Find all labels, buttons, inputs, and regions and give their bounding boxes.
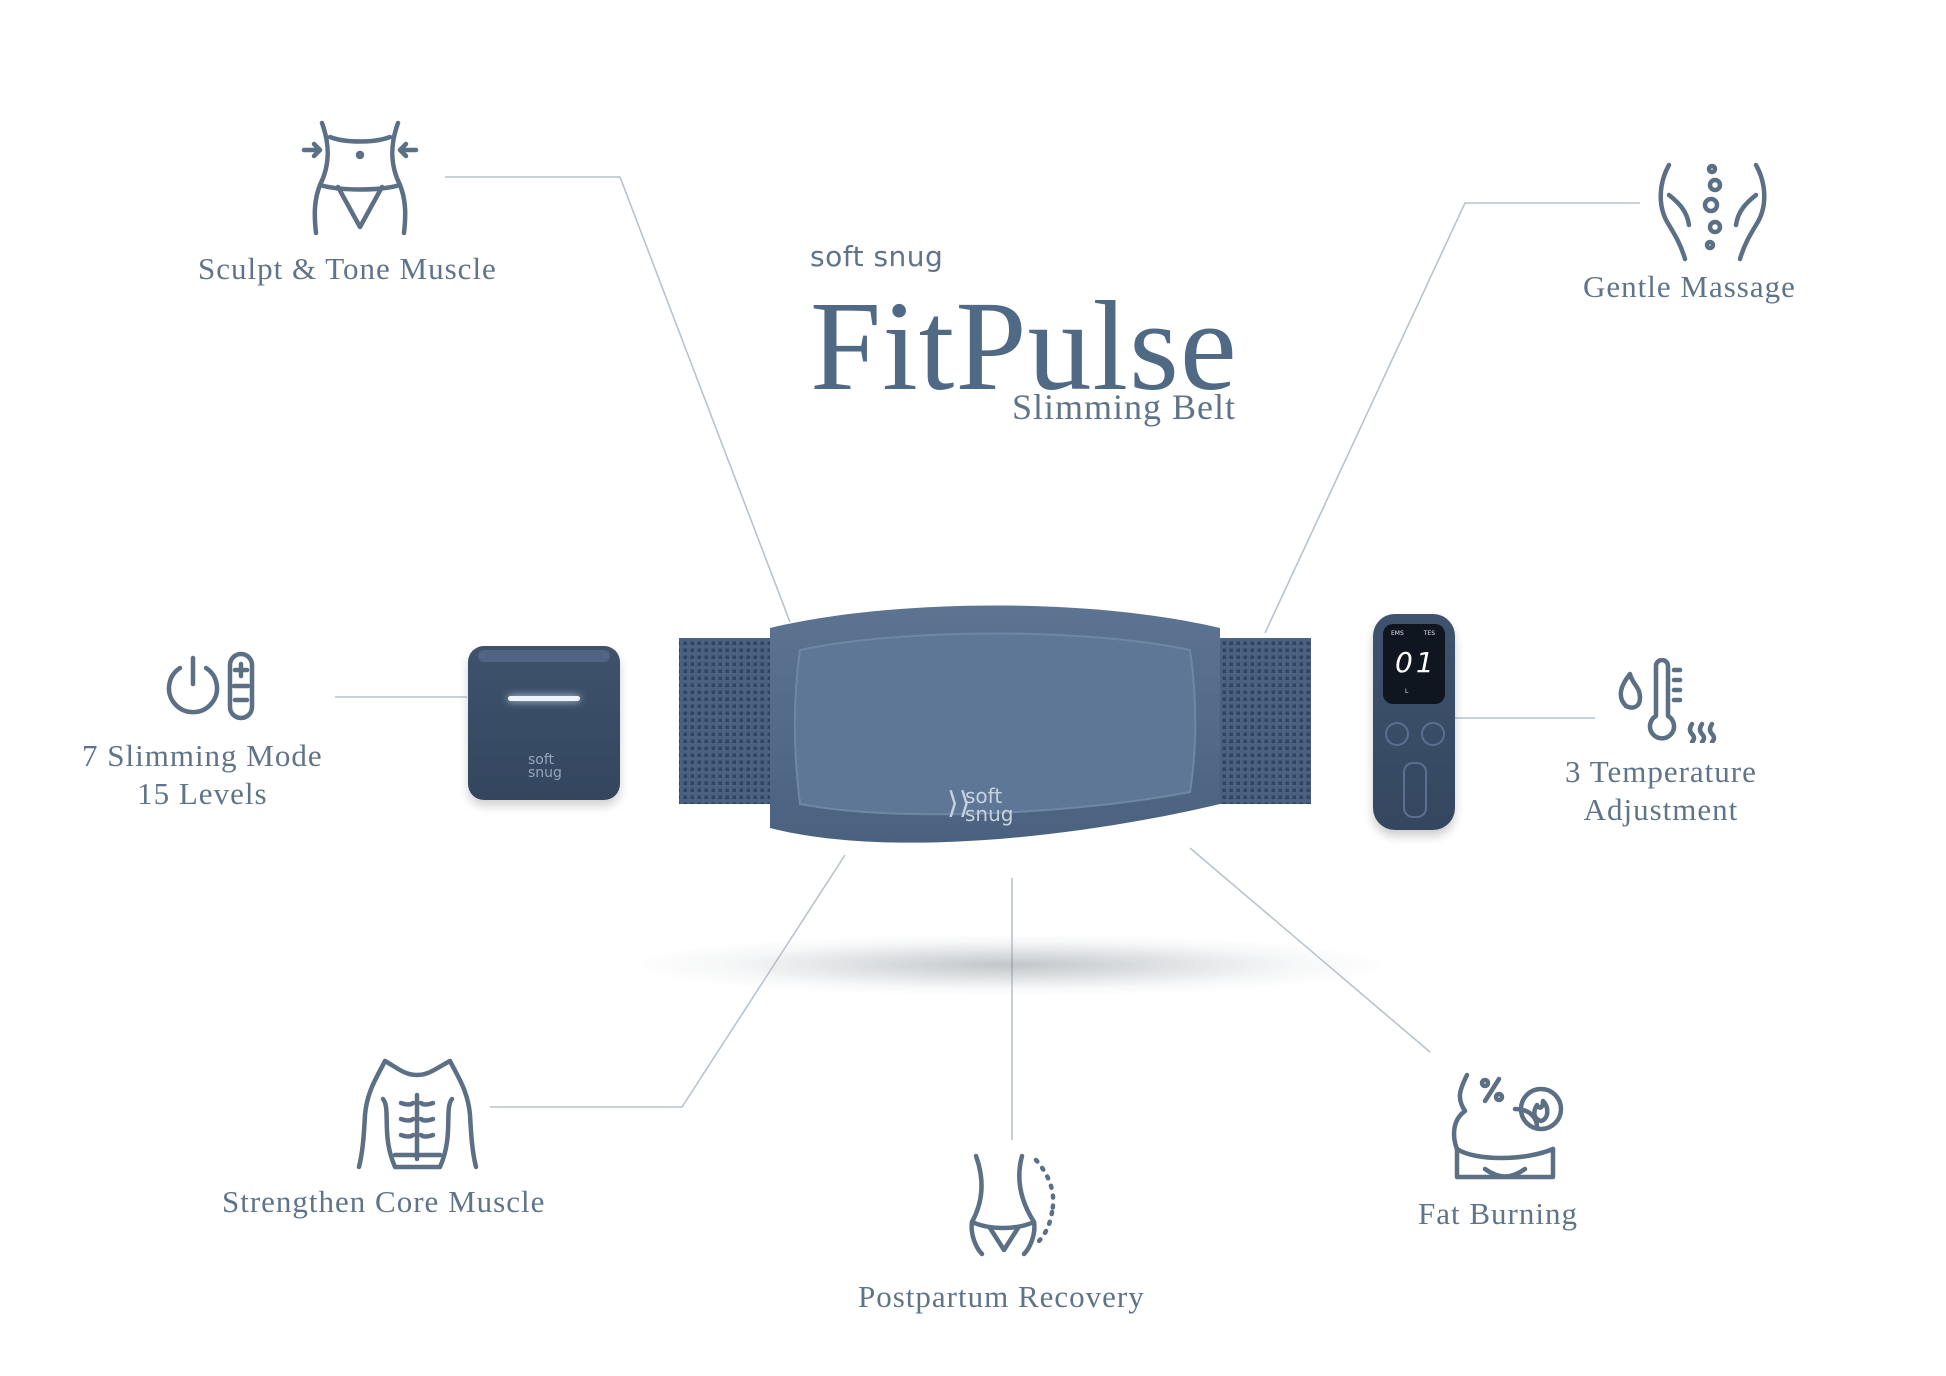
remote-mode-left: EMS (1391, 630, 1404, 637)
remote-screen: EMS TES 01 L (1383, 624, 1445, 704)
belt-logo-line1: soft (965, 784, 1003, 808)
feature-label-temperature-line1: 3 Temperature (1565, 754, 1757, 789)
belt-shadow (640, 935, 1380, 995)
product-title: FitPulse (810, 275, 1238, 417)
feature-label-sculpt: Sculpt & Tone Muscle (198, 251, 497, 286)
feature-label-temperature-line2: Adjustment (1583, 792, 1739, 827)
postpartum-belly-icon (960, 1150, 1065, 1260)
belt-logo: ⟩⟩ soft snug (947, 784, 1014, 826)
slimming-belt (679, 605, 1311, 843)
remote-level-display: 01 (1395, 646, 1437, 679)
remote-control: EMS TES 01 L (1373, 614, 1455, 830)
product-subtitle: Slimming Belt (1012, 387, 1237, 427)
remote-level-rocker[interactable] (1403, 762, 1427, 818)
control-box-top-buttons (478, 650, 610, 662)
feature-label-modes-line1: 7 Slimming Mode (82, 738, 323, 773)
feature-label-massage: Gentle Massage (1583, 269, 1796, 304)
power-plus-minus-icon (160, 650, 260, 722)
feature-label-postpartum: Postpartum Recovery (858, 1279, 1145, 1314)
line-fat (1189, 847, 1431, 1053)
massage-hands-icon (1655, 155, 1770, 265)
fat-burning-belly-icon (1445, 1065, 1565, 1185)
belt-logo-mark-icon: ⟩⟩ (947, 786, 971, 821)
control-box-logo: soft snug (528, 752, 562, 781)
control-box: soft snug (468, 646, 620, 800)
control-box-light-strip (508, 696, 580, 701)
brand-company: soft snug (810, 240, 944, 273)
remote-button-left[interactable] (1385, 722, 1409, 746)
remote-button-right[interactable] (1421, 722, 1445, 746)
feature-label-modes: 7 Slimming Mode 15 Levels (82, 737, 323, 813)
abs-torso-icon (355, 1055, 480, 1175)
waist-sculpt-icon (300, 115, 420, 240)
feature-label-core: Strengthen Core Muscle (222, 1184, 546, 1219)
feature-label-modes-line2: 15 Levels (137, 776, 268, 811)
belt-pad (793, 632, 1197, 816)
remote-level-label: L (1405, 688, 1409, 695)
flame-thermometer-icon (1612, 658, 1722, 743)
line-core (490, 854, 846, 1108)
control-box-logo-line2: snug (528, 765, 562, 781)
line-sculpt (445, 176, 791, 623)
feature-label-fat: Fat Burning (1418, 1196, 1578, 1231)
feature-label-temperature: 3 Temperature Adjustment (1565, 753, 1757, 829)
control-box-logo-line1: soft (528, 752, 555, 768)
remote-mode-right: TES (1423, 630, 1435, 637)
line-massage (1264, 202, 1640, 634)
belt-logo-line2: snug (965, 802, 1014, 826)
